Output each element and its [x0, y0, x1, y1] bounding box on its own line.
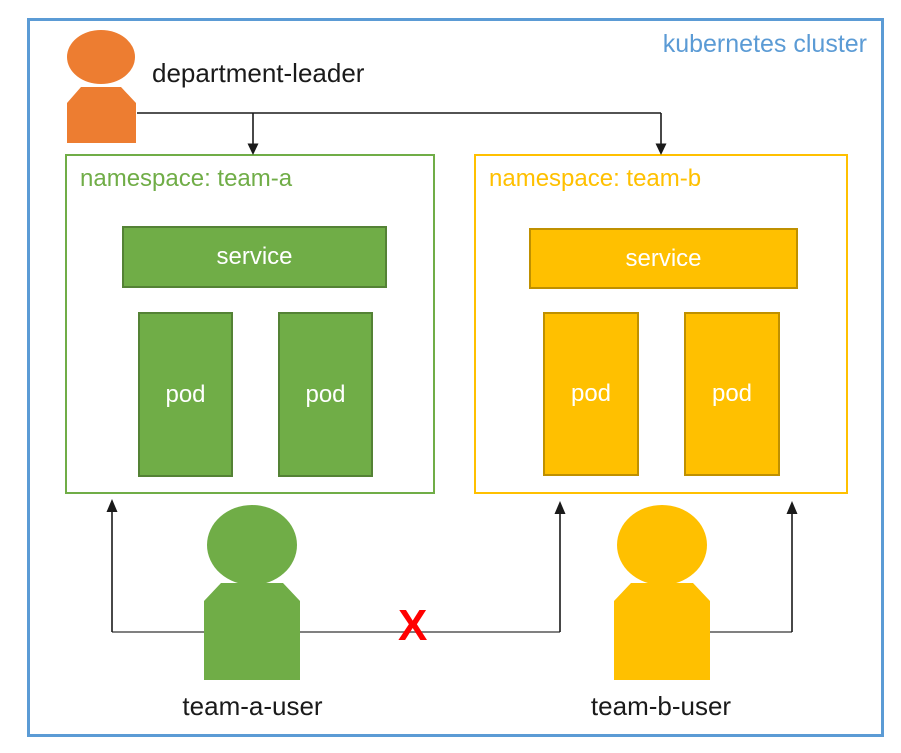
- namespace-team-a-label: namespace: team-a: [80, 165, 293, 192]
- team-b-service-node: service: [529, 228, 798, 289]
- team-b-user-label: team-b-user: [590, 691, 732, 721]
- namespace-team-a-box: namespace: team-a service pod pod: [65, 154, 435, 494]
- department-leader-label: department-leader: [152, 58, 365, 88]
- team-a-pod-node: pod: [278, 312, 373, 477]
- namespace-team-b-label: namespace: team-b: [489, 165, 702, 192]
- team-a-pod-node: pod: [138, 312, 233, 477]
- namespace-team-b-box: namespace: team-b service pod pod: [474, 154, 848, 494]
- team-a-user-label: team-a-user: [182, 691, 323, 721]
- team-b-pod-node: pod: [543, 312, 639, 476]
- team-a-service-node: service: [122, 226, 387, 288]
- access-denied-x-marker: X: [398, 601, 428, 650]
- team-b-pod-node: pod: [684, 312, 780, 476]
- kubernetes-cluster-boundary: kubernetes cluster: [27, 18, 884, 737]
- cluster-title: kubernetes cluster: [662, 30, 867, 58]
